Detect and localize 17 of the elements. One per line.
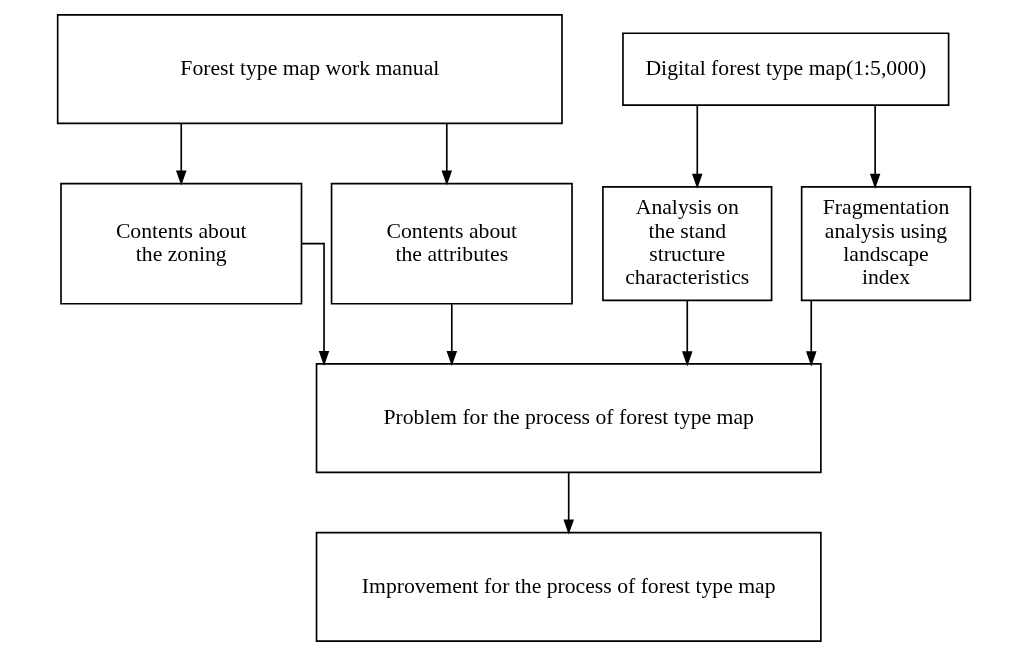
- node-box: Contents about the zoning: [59, 182, 302, 305]
- arrow: [691, 104, 703, 189]
- arrow: [562, 471, 574, 535]
- arrow: [681, 299, 693, 367]
- node-box: Problem for the process of forest type map: [315, 363, 822, 474]
- node-box: Fragmentation analysis using landscape index: [800, 186, 971, 302]
- node-box: Digital forest type map(1:5,000): [621, 32, 949, 106]
- arrow: [175, 123, 187, 186]
- arrow: [300, 242, 329, 366]
- node-box: Improvement for the process of forest type map: [315, 531, 822, 642]
- arrow: [446, 303, 457, 367]
- arrow: [441, 123, 452, 186]
- arrow: [805, 299, 817, 367]
- node-box: Forest type map work manual: [56, 14, 563, 125]
- node-box: Analysis on the stand structure characteristics: [601, 186, 772, 302]
- arrow: [869, 104, 880, 189]
- node-box: Contents about the attributes: [330, 182, 573, 305]
